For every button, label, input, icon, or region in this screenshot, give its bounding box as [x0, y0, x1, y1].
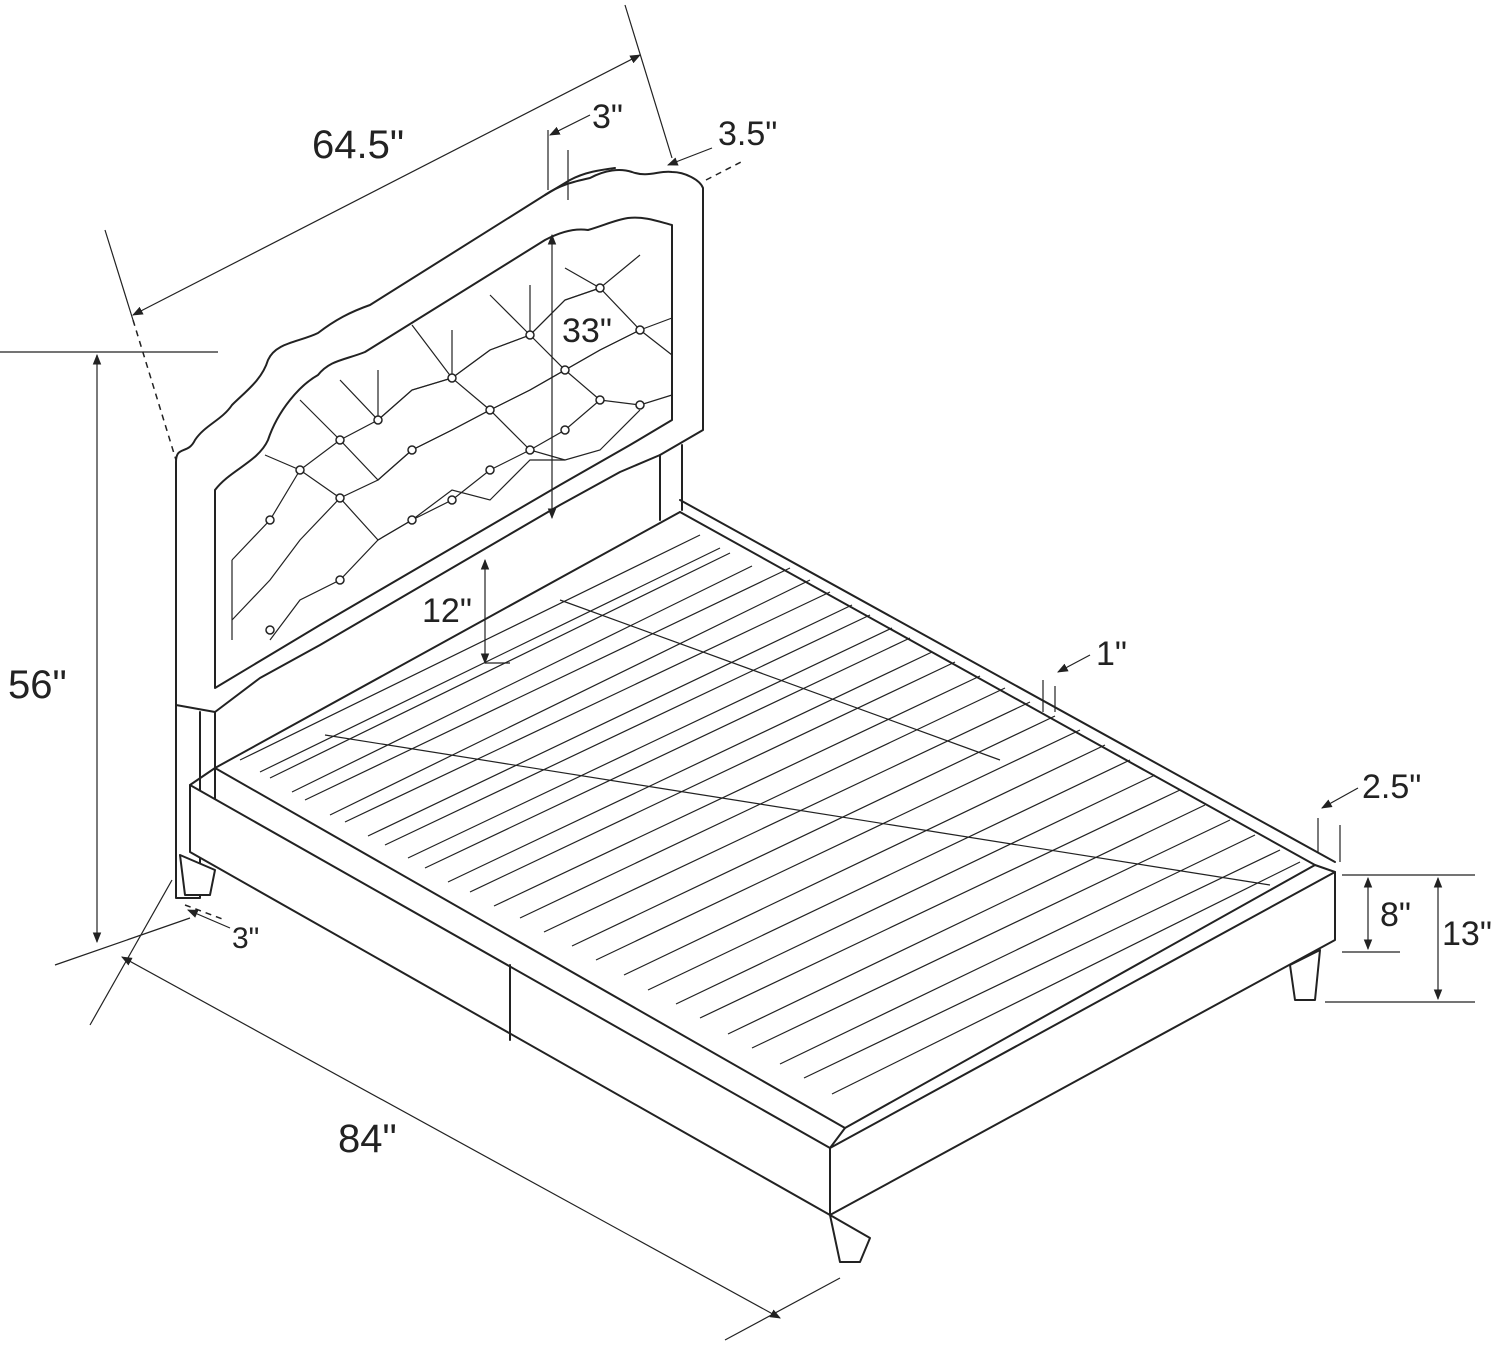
total-height-label: 56" [8, 663, 67, 707]
headboard-thickness-label: 3.5" [718, 115, 777, 153]
headboard-depth-label: 3" [592, 98, 623, 136]
headboard [175, 167, 704, 899]
side-rail-thickness-label: 1" [1096, 635, 1127, 673]
clearance-label: 12" [422, 592, 472, 630]
dimension-lines [0, 4, 1475, 1341]
length-label: 84" [338, 1117, 397, 1161]
slats [239, 534, 1301, 1095]
leg-depth-label: 3" [232, 922, 259, 955]
footboard-thickness-label: 2.5" [1362, 768, 1421, 806]
frame-height-label: 8" [1380, 896, 1411, 934]
headboard-panel-height-label: 33" [562, 312, 612, 350]
floor-to-top-height-label: 13" [1442, 915, 1492, 953]
headboard-width-label: 64.5" [312, 123, 404, 167]
